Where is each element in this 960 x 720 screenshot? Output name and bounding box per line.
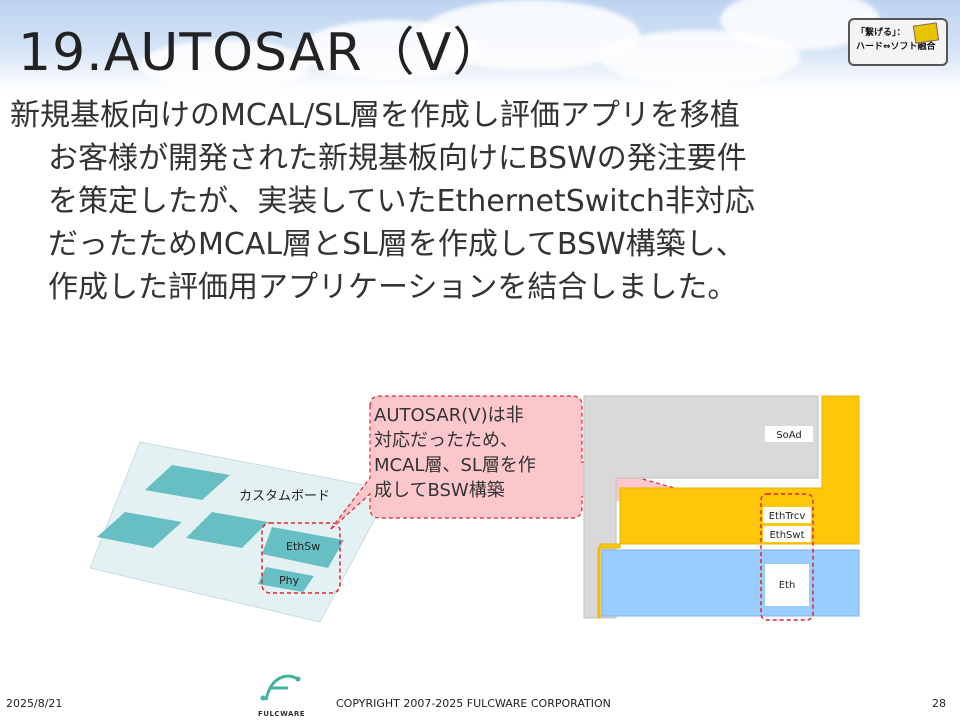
badge-line-1: 「繋げる」： <box>856 28 906 38</box>
board-chip <box>97 512 182 548</box>
highlight-box-board <box>261 522 341 594</box>
phy-label: Phy <box>279 574 300 587</box>
soad-box <box>765 426 813 442</box>
ethtrcv-box <box>763 507 811 523</box>
eth-box <box>765 564 809 606</box>
callout-line: AUTOSAR(V)は非 <box>374 405 524 426</box>
callout-bubble <box>330 395 620 530</box>
board-chip <box>186 512 268 548</box>
page-number: 28 <box>932 697 946 710</box>
callout-line: 成してBSW構築 <box>374 480 505 501</box>
badge-line-2: ハード⇔ソフト融合 <box>856 42 936 52</box>
slide-body: 新規基板向けのMCAL/SL層を作成し評価アプリを移植 お客様が開発された新規基… <box>10 94 950 309</box>
fulcware-logo-text: FULCWARE <box>258 710 306 718</box>
body-line: お客様が開発された新規基板向けにBSWの発注要件 <box>48 141 747 176</box>
slide-title: 19.AUTOSAR（V） <box>18 23 506 83</box>
eth-label: Eth <box>779 580 796 591</box>
blue-layer <box>601 549 860 617</box>
ethsw-label: EthSw <box>286 540 321 553</box>
chip-icon <box>912 22 940 44</box>
board-label: カスタムボード <box>239 489 331 504</box>
custom-board-diagram <box>90 441 391 623</box>
footer-date: 2025/8/21 <box>6 697 63 710</box>
lead-line: 新規基板向けのMCAL/SL層を作成し評価アプリを移植 <box>10 98 740 133</box>
bsw-stack-diagram: SoAd EthTrcv EthSwt Eth <box>583 395 860 621</box>
gray-layer <box>583 395 819 619</box>
ethsw-chip <box>262 527 344 568</box>
footer-copyright: COPYRIGHT 2007-2025 FULCWARE CORPORATION <box>336 697 611 710</box>
ethswt-label: EthSwt <box>769 530 804 541</box>
body-line: だったためMCAL層とSL層を作成してBSW構築し、 <box>48 227 746 262</box>
fulcware-logo-icon <box>260 674 301 701</box>
callout-line: MCAL層、SL層を作 <box>374 455 536 476</box>
fulcware-logo: FULCWARE <box>258 672 306 718</box>
board-chip <box>145 465 230 500</box>
yellow-layer <box>597 395 860 619</box>
company-badge-logo: 「繋げる」： ハード⇔ソフト融合 <box>848 18 948 66</box>
soad-label: SoAd <box>776 430 801 441</box>
phy-chip <box>258 567 314 592</box>
highlight-box-stack <box>760 493 814 621</box>
body-line: を策定したが、実装していたEthernetSwitch非対応 <box>48 184 755 219</box>
title-background <box>0 0 960 92</box>
body-line: 作成した評価用アプリケーションを結合しました。 <box>48 270 738 305</box>
ethswt-box <box>763 526 811 542</box>
callout-line: 対応だったため、 <box>374 430 518 451</box>
ethtrcv-label: EthTrcv <box>769 511 806 522</box>
callout-text: AUTOSAR(V)は非 対応だったため、 MCAL層、SL層を作 成してBSW… <box>374 403 584 503</box>
